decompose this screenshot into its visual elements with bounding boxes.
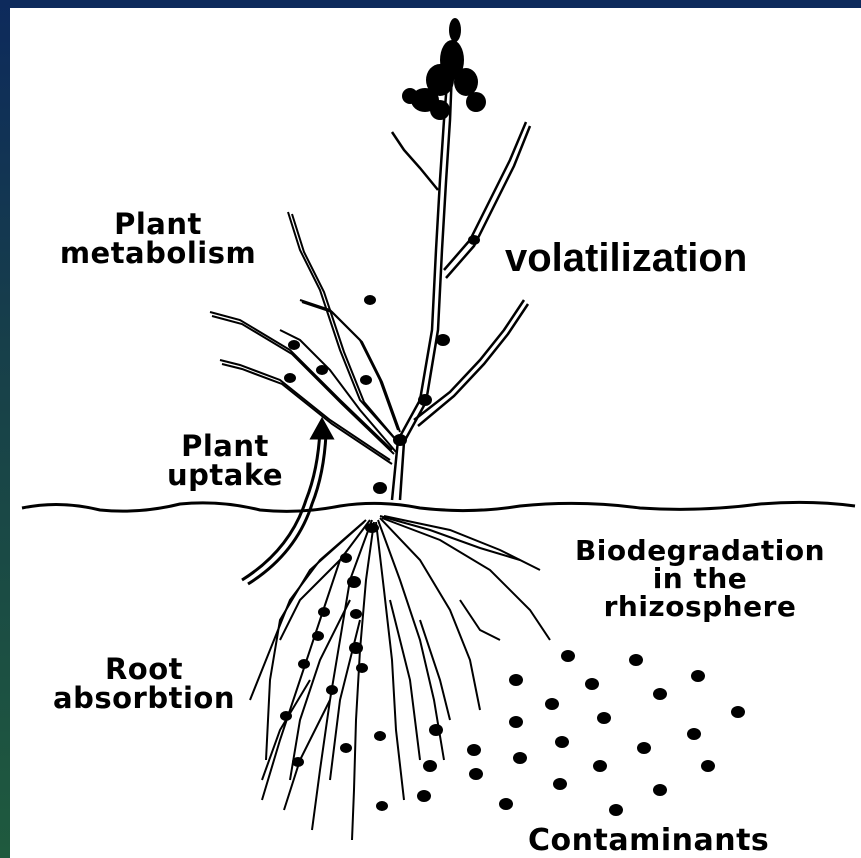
seed-head xyxy=(402,18,486,120)
label-line: metabolism xyxy=(30,239,286,268)
diagram-panel xyxy=(10,8,861,858)
label-plant-metabolism: Plant metabolism xyxy=(30,210,286,268)
label-biodegradation: Biodegradation in the rhizosphere xyxy=(540,537,860,621)
soil-contaminant-dots xyxy=(417,650,745,816)
ground-line xyxy=(22,502,855,511)
label-root-absorption: Root absorbtion xyxy=(24,655,264,713)
label-line: Plant xyxy=(30,210,286,239)
label-line: absorbtion xyxy=(24,684,264,713)
label-line: uptake xyxy=(148,461,302,490)
label-plant-uptake: Plant uptake xyxy=(148,432,302,490)
label-line: Root xyxy=(24,655,264,684)
label-line: Biodegradation xyxy=(540,537,860,565)
label-contaminants: Contaminants xyxy=(528,826,769,856)
phytoremediation-diagram xyxy=(10,8,861,858)
plant-stem xyxy=(392,70,530,500)
plant-roots xyxy=(250,516,550,840)
label-volatilization: volatilization xyxy=(505,238,747,278)
label-line: in the xyxy=(540,565,860,593)
label-line: Plant xyxy=(148,432,302,461)
label-line: rhizosphere xyxy=(540,593,860,621)
